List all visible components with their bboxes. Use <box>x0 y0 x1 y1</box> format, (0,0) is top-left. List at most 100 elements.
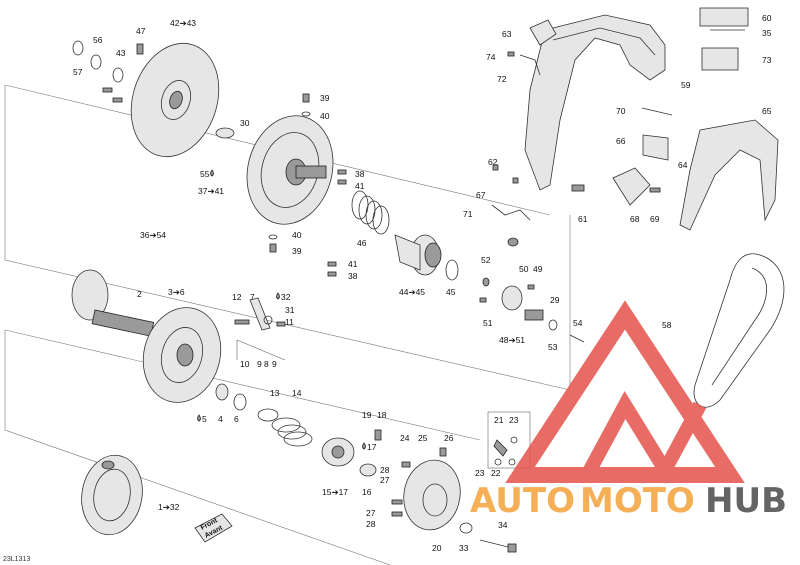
spring-46 <box>351 190 390 235</box>
callout-39: 39 <box>320 93 330 103</box>
callout-67: 67 <box>476 190 486 200</box>
drawing-code: 23L1313 <box>3 556 30 563</box>
callout-65: 65 <box>762 106 772 116</box>
washer-parts-top-left <box>72 40 144 103</box>
callout-22: 22 <box>491 468 501 478</box>
rollers-21-23 <box>487 411 531 469</box>
oil-drop-icon <box>362 442 366 450</box>
drive-belt-58 <box>693 253 785 408</box>
callout-2: 2 <box>137 289 142 299</box>
callout-32: 32 <box>281 292 291 302</box>
callout-58: 58 <box>662 320 672 330</box>
bolt-34 <box>459 522 517 553</box>
callout-28b: 28 <box>366 519 376 529</box>
callout-52: 52 <box>481 255 491 265</box>
callout-69: 69 <box>650 214 660 224</box>
callout-39b: 39 <box>292 246 302 256</box>
drive-pulley-movable-sheave <box>142 307 222 403</box>
callout-30: 30 <box>240 118 250 128</box>
front-arrow-label: Front Avant <box>194 513 233 543</box>
bracket-63-72 <box>507 19 557 76</box>
callout-15-17: 15➔17 <box>322 487 348 497</box>
callout-47: 47 <box>136 26 146 36</box>
callout-16: 16 <box>362 487 372 497</box>
callout-72: 72 <box>497 74 507 84</box>
oil-drop-icon <box>197 414 201 422</box>
clips-62-71 <box>491 164 531 247</box>
rings-4-6 <box>215 383 279 422</box>
callout-28: 28 <box>380 465 390 475</box>
callout-9: 9 <box>257 359 262 369</box>
callout-18: 18 <box>377 410 387 420</box>
callout-61: 61 <box>578 214 588 224</box>
ring-45-52 <box>445 259 490 287</box>
callout-36-54: 36➔54 <box>140 230 166 240</box>
callout-53: 53 <box>548 342 558 352</box>
callout-41: 41 <box>355 181 365 191</box>
callout-6: 6 <box>234 414 239 424</box>
callout-26: 26 <box>444 433 454 443</box>
labels-60-35-73 <box>699 7 749 71</box>
callout-63: 63 <box>502 29 512 39</box>
callout-19: 19 <box>362 410 372 420</box>
drive-pulley-assembly-1 <box>81 454 143 536</box>
callout-1-32: 1➔32 <box>158 502 180 512</box>
callout-5: 5 <box>202 414 207 424</box>
lever-assembly <box>234 297 286 361</box>
spring-14 <box>271 417 313 447</box>
driven-pulley-sheave <box>130 42 220 158</box>
callout-74: 74 <box>486 52 496 62</box>
oil-drop-icon <box>210 169 214 177</box>
callout-70: 70 <box>616 106 626 116</box>
callout-50: 50 <box>519 264 529 274</box>
callout-17: 17 <box>367 442 377 452</box>
callout-73: 73 <box>762 55 772 65</box>
watermark-inner-shape <box>583 390 707 485</box>
drive-pulley-fixed-sheave <box>71 269 155 337</box>
callout-12: 12 <box>232 292 242 302</box>
belt-guard-59 <box>524 14 666 192</box>
callout-55: 55 <box>200 169 210 179</box>
callout-41b: 41 <box>348 259 358 269</box>
callout-45: 45 <box>446 287 456 297</box>
callout-71: 71 <box>463 209 473 219</box>
callout-60: 60 <box>762 13 772 23</box>
callout-9b: 9 <box>272 359 277 369</box>
watermark-word-auto: AUTO <box>470 481 575 521</box>
callout-49: 49 <box>533 264 543 274</box>
callout-20: 20 <box>432 543 442 553</box>
callout-23: 23 <box>509 415 519 425</box>
callout-29: 29 <box>550 295 560 305</box>
callout-7: 7 <box>250 292 255 302</box>
spider-15 <box>321 429 382 477</box>
callout-27b: 27 <box>366 508 376 518</box>
callout-13: 13 <box>270 388 280 398</box>
callout-24: 24 <box>400 433 410 443</box>
callout-40: 40 <box>320 111 330 121</box>
bracket-68 <box>612 167 661 206</box>
callout-42-43: 42➔43 <box>170 18 196 28</box>
callout-59: 59 <box>681 80 691 90</box>
outer-guard-64 <box>679 119 779 231</box>
callout-38b: 38 <box>348 271 358 281</box>
callout-62: 62 <box>488 157 498 167</box>
callout-34: 34 <box>498 520 508 530</box>
automotohub-watermark: AUTO MOTO HUB <box>470 300 787 521</box>
callout-56: 56 <box>93 35 103 45</box>
callout-43: 43 <box>116 48 126 58</box>
callout-68: 68 <box>630 214 640 224</box>
callout-33: 33 <box>459 543 469 553</box>
governor-cup-20 <box>391 447 461 531</box>
callout-31: 31 <box>285 305 295 315</box>
watermark-triangle <box>505 300 745 483</box>
callout-54: 54 <box>573 318 583 328</box>
callout-40b: 40 <box>292 230 302 240</box>
callout-64: 64 <box>678 160 688 170</box>
callout-4: 4 <box>218 414 223 424</box>
small-fasteners-top-middle <box>268 93 347 277</box>
oil-drop-icons <box>197 169 366 450</box>
callout-48-51: 48➔51 <box>499 335 525 345</box>
bushing-30 <box>215 127 235 139</box>
callout-25: 25 <box>418 433 428 443</box>
callout-57: 57 <box>73 67 83 77</box>
